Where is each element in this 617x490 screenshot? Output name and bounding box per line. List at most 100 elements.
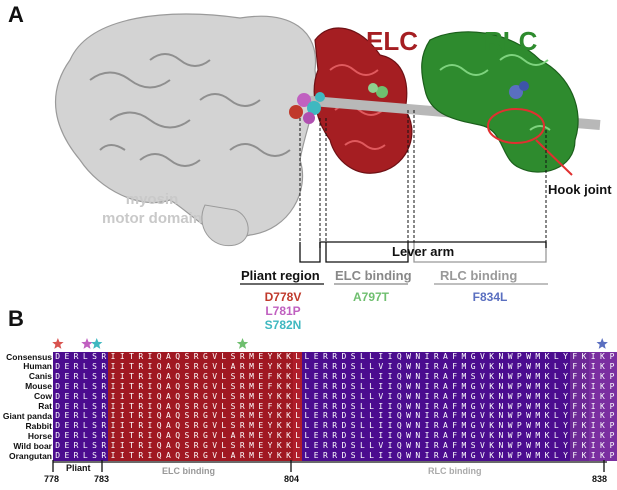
residue-cell: W — [523, 352, 534, 362]
elc-label: ELC — [366, 26, 418, 56]
residue-cell: E — [62, 411, 72, 422]
residue-cell: A — [440, 421, 451, 432]
residue-cell: I — [385, 371, 395, 382]
residue-cell: G — [200, 391, 210, 402]
residue-cell: S — [182, 401, 192, 412]
residue-cell: W — [403, 371, 414, 382]
residue-cell: L — [357, 411, 367, 422]
residue-cell: D — [339, 361, 349, 372]
residue-cell: I — [376, 381, 386, 392]
residue-cell: N — [496, 371, 506, 382]
residue-cell: M — [246, 381, 257, 392]
residue-cell: P — [514, 352, 524, 362]
residue-cell: L — [80, 401, 90, 412]
residue-cell: K — [283, 421, 294, 432]
residue-cell: A — [163, 361, 174, 372]
residue-cell: R — [320, 411, 331, 422]
protein-structure — [55, 13, 601, 285]
residue-cell: G — [468, 352, 478, 362]
residue-cell: R — [320, 391, 331, 402]
species-label: Human — [23, 361, 52, 372]
residue-cell: E — [62, 431, 72, 442]
residue-cell: F — [450, 431, 460, 442]
residue-cell: R — [431, 451, 441, 461]
residue-cell: Q — [173, 352, 183, 362]
axis-778: 778 — [44, 474, 60, 484]
residue-cell: K — [283, 431, 294, 442]
panel-b-letter: B — [8, 306, 24, 331]
residue-cell: R — [136, 361, 146, 372]
residue-cell: L — [366, 441, 377, 452]
residue-cell: M — [459, 441, 469, 452]
residue-cell: I — [145, 391, 155, 402]
residue-cell: I — [422, 352, 432, 362]
residue-cell: A — [440, 391, 451, 402]
residue-cell: Q — [173, 391, 183, 402]
residue-cell: I — [117, 411, 127, 422]
mutation-l781p: L781P — [265, 304, 301, 318]
residue-cell: R — [191, 431, 201, 442]
residue-cell: R — [237, 391, 247, 402]
residue-cell: N — [496, 361, 506, 372]
residue-cell: I — [588, 352, 598, 362]
residue-cell: G — [200, 451, 210, 461]
residue-cell: Q — [173, 421, 183, 432]
residue-cell: R — [320, 352, 331, 362]
residue-cell: V — [477, 421, 488, 432]
residue-cell: I — [422, 411, 432, 422]
residue-cell: M — [246, 371, 257, 382]
residue-cell: P — [514, 411, 524, 422]
residue-cell: K — [283, 371, 294, 382]
residue-cell: K — [597, 451, 608, 461]
residue-cell: K — [579, 441, 589, 452]
residue-cell: I — [117, 381, 127, 392]
residue-cell: R — [71, 391, 81, 402]
residue-cell: L — [357, 391, 367, 402]
residue-cell: Y — [560, 411, 571, 422]
residue-cell: I — [588, 421, 598, 432]
residue-cell: R — [136, 352, 146, 362]
residue-cell: L — [80, 431, 90, 442]
residue-cell: A — [163, 371, 174, 382]
residue-cell: I — [145, 431, 155, 442]
residue-cell: Y — [265, 361, 275, 372]
residue-cell: R — [320, 441, 331, 452]
residue-cell: S — [89, 391, 100, 402]
residue-cell: M — [246, 391, 257, 402]
residue-cell: R — [99, 401, 109, 412]
residue-cell: R — [71, 451, 81, 461]
residue-cell: I — [385, 411, 395, 422]
residue-cell: I — [145, 371, 155, 382]
residue-cell: T — [126, 421, 137, 432]
residue-cell: S — [348, 361, 358, 372]
residue-cell: W — [403, 441, 414, 452]
residue-cell: R — [320, 361, 331, 372]
residue-cell: Y — [265, 411, 275, 422]
residue-cell: P — [607, 451, 617, 461]
residue-cell: R — [330, 441, 340, 452]
residue-cell: I — [145, 441, 155, 452]
residue-cell: E — [62, 361, 72, 372]
residue-cell: Y — [560, 371, 571, 382]
residue-cell: K — [542, 431, 552, 442]
residue-cell: W — [505, 431, 515, 442]
species-label: Horse — [27, 430, 52, 441]
residue-cell: A — [440, 441, 451, 452]
residue-cell: L — [357, 451, 367, 461]
residue-cell: I — [385, 441, 395, 452]
star-icon — [91, 338, 103, 349]
residue-cell: Q — [154, 371, 164, 382]
residue-cell: L — [219, 361, 229, 372]
residue-cell: K — [597, 441, 608, 452]
residue-cell: E — [311, 371, 321, 382]
residue-cell: F — [265, 371, 275, 382]
residue-cell: R — [330, 421, 340, 432]
residue-cell: P — [514, 391, 524, 402]
residue-cell: I — [422, 401, 432, 412]
residue-cell: W — [403, 381, 414, 392]
residue-cell: D — [53, 391, 63, 402]
residue-cell: E — [311, 381, 321, 392]
hook-joint-pointer — [535, 139, 573, 176]
